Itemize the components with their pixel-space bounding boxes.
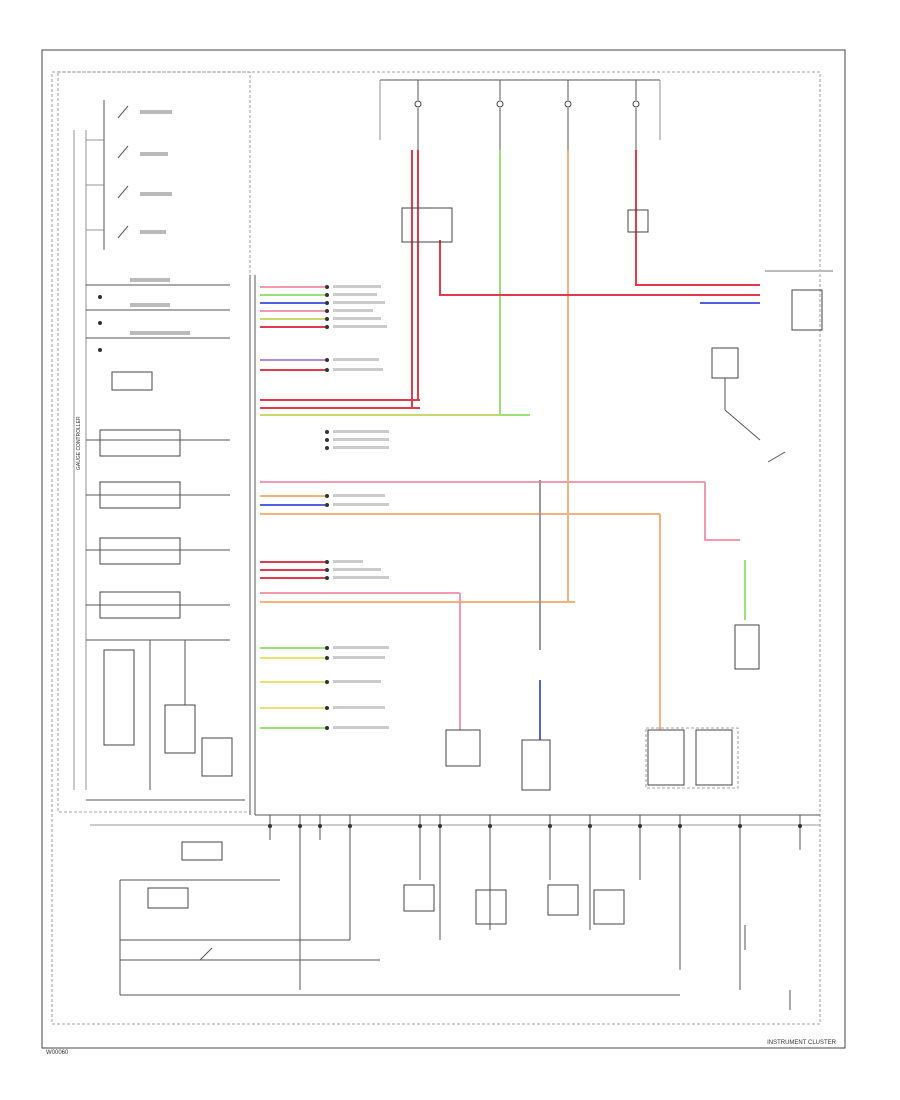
lamp-symbol [111, 371, 153, 391]
switch-symbol [117, 105, 129, 119]
ground-symbol [201, 737, 233, 777]
switch-symbol [767, 451, 786, 463]
lamp-symbol [99, 429, 181, 457]
right-components [711, 270, 833, 670]
fuse-section [379, 79, 661, 150]
cluster-connector [249, 275, 820, 816]
control-block [86, 639, 245, 801]
lamp-symbol [99, 537, 181, 565]
indicator-rows [86, 278, 230, 619]
connector-pin-list [260, 285, 705, 730]
sensor-symbol [695, 729, 733, 786]
switch-symbol [199, 947, 213, 961]
relay-symbol [181, 841, 223, 861]
lamp-symbol [791, 289, 823, 331]
sensor-symbol [521, 739, 551, 791]
inner-frame [51, 71, 821, 1025]
switch-symbol [117, 225, 129, 239]
switch-symbol [117, 185, 129, 199]
relay-symbol [401, 207, 453, 243]
lamp-symbol [403, 884, 435, 912]
sensor-symbol [734, 624, 760, 670]
sensor-symbol [445, 729, 481, 767]
sensor-row [445, 727, 739, 791]
power-wires [411, 150, 760, 740]
lamp-symbol [593, 889, 625, 925]
sensor-symbol [647, 729, 685, 786]
instrument-cluster-box: GAUGE CONTROLLER [57, 71, 251, 813]
diagram-frame [41, 49, 846, 1049]
lamp-symbol [547, 884, 579, 916]
lamp-symbol [475, 889, 507, 925]
relay-symbol [627, 209, 649, 233]
footer-title: INSTRUMENT CLUSTER [767, 1040, 837, 1046]
relay-symbol [147, 887, 189, 909]
bottom-harness [90, 815, 820, 1010]
switch-symbol [117, 145, 129, 159]
svg-text:GAUGE CONTROLLER: GAUGE CONTROLLER [76, 416, 82, 470]
footer-code: W00060 [46, 1050, 69, 1056]
relay-symbol [711, 347, 739, 379]
gauge-switch-group [86, 100, 172, 250]
